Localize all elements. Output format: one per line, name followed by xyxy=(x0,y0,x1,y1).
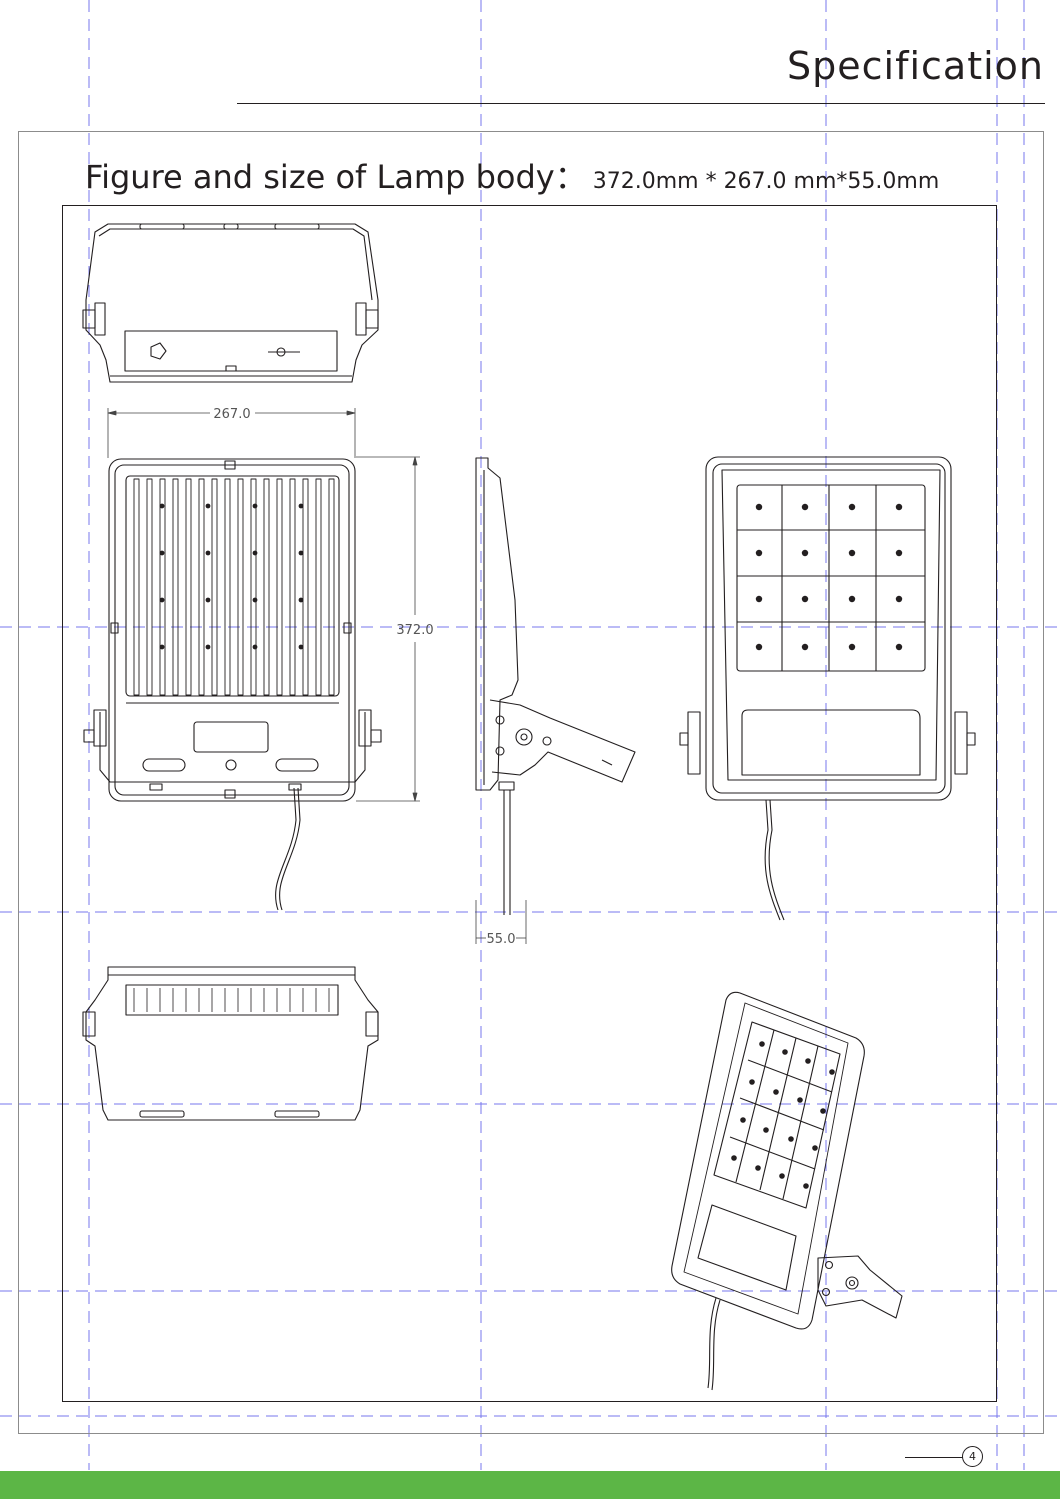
dimension-lines xyxy=(107,408,527,944)
side-view xyxy=(475,457,636,915)
page-number-rule xyxy=(905,1457,963,1458)
perspective-led-grid xyxy=(731,1041,835,1189)
page-number: 4 xyxy=(962,1446,983,1467)
figure-heading: Figure and size of Lamp body：372.0mm * 2… xyxy=(85,152,939,198)
top-view xyxy=(82,223,379,383)
drawing-frame xyxy=(62,205,997,1402)
perspective-view xyxy=(671,991,903,1391)
depth-dimension-label: 55.0 xyxy=(487,932,516,947)
front-view xyxy=(679,456,976,921)
outer-frame xyxy=(18,131,1044,1434)
footer-bar xyxy=(0,1471,1060,1499)
back-view xyxy=(83,458,382,911)
figure-label: Figure and size of Lamp body： xyxy=(85,158,587,196)
figure-dimensions: 372.0mm * 267.0 mm*55.0mm xyxy=(592,169,940,194)
height-dimension-label: 372.0 xyxy=(396,623,433,638)
header-rule xyxy=(237,103,1045,104)
width-dimension-label: 267.0 xyxy=(213,407,250,422)
led-grid xyxy=(755,503,903,651)
page-title: Specification xyxy=(787,44,1044,88)
bottom-view xyxy=(82,966,379,1121)
